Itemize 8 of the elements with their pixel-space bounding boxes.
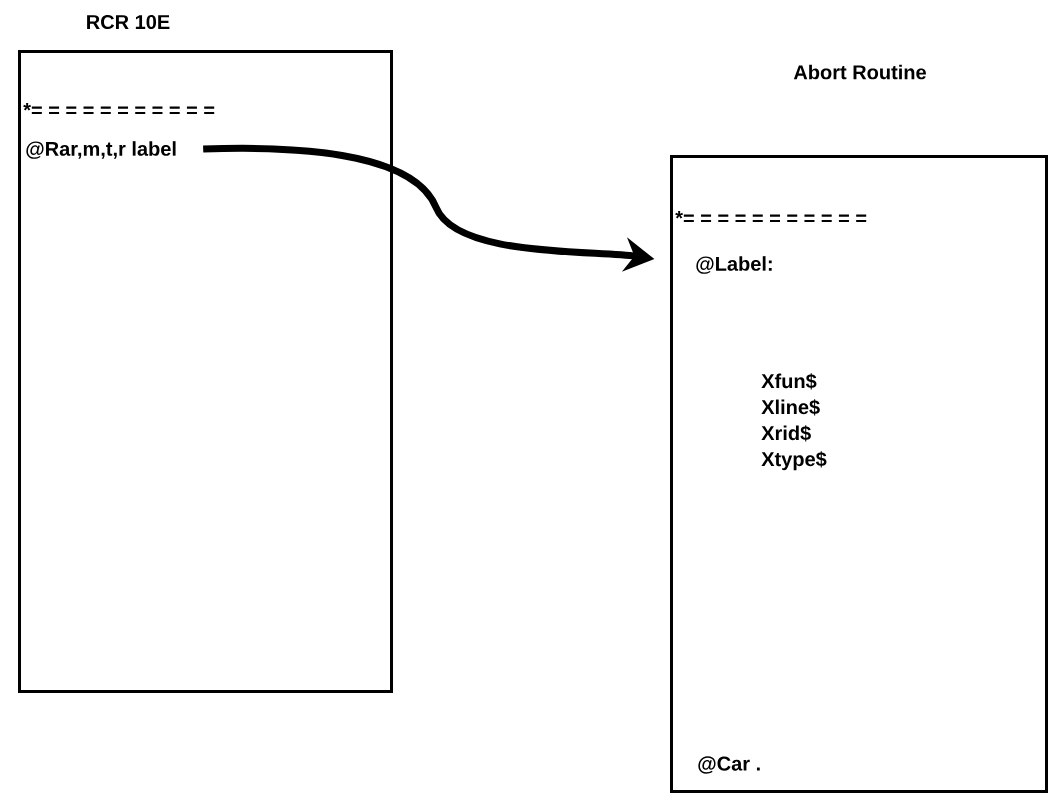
separator-line: *= = = = = = = = = = = [675, 211, 867, 223]
code-line: @Rar,m,t,r label [26, 141, 176, 159]
code-line: @Label: [696, 256, 772, 274]
box-heading: Abort Routine [793, 64, 926, 80]
code-lines: Xfun$ Xline$ Xrid$ Xtype$ [761, 373, 827, 471]
box-heading: RCR 10E [87, 14, 170, 30]
separator-line: *= = = = = = = = = = = [23, 103, 215, 115]
code-line: @Car . [698, 756, 760, 774]
